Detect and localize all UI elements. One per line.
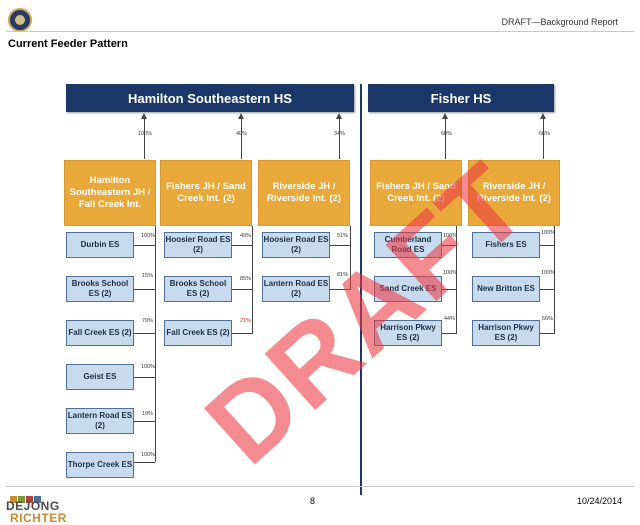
es-box: New Britton ES xyxy=(472,276,540,302)
es-box: Hoosier Road ES (2) xyxy=(262,232,330,258)
percent-label: 79% xyxy=(142,318,154,324)
percent-label: 21% xyxy=(240,318,252,324)
es-box: Cumberland Road ES xyxy=(374,232,442,258)
percent-label: 100% xyxy=(141,364,156,370)
percent-label: 100% xyxy=(141,233,156,239)
connector-line xyxy=(543,118,544,159)
jh-box-riverside-fhs: Riverside JH / Riverside Int. (2) xyxy=(468,160,560,226)
connector-line xyxy=(330,245,350,246)
percent-label: 40% xyxy=(236,131,248,137)
percent-label: 66% xyxy=(539,131,551,137)
arrow-up-icon xyxy=(540,113,546,119)
dejong-logo-mark-icon xyxy=(10,490,42,508)
connector-line xyxy=(241,118,242,159)
arrow-up-icon xyxy=(238,113,244,119)
es-box: Harrison Pkwy ES (2) xyxy=(374,320,442,346)
connector-line xyxy=(134,421,155,422)
percent-label: 100% xyxy=(541,230,556,236)
connector-line xyxy=(540,245,554,246)
percent-label: 44% xyxy=(444,316,456,322)
es-box: Brooks School ES (2) xyxy=(66,276,134,302)
connector-line xyxy=(134,462,155,463)
es-box: Thorpe Creek ES xyxy=(66,452,134,478)
connector-line xyxy=(134,245,155,246)
connector-line xyxy=(442,333,456,334)
connector-line xyxy=(442,289,456,290)
connector-line xyxy=(330,289,350,290)
jh-box-hamilton-southeastern: Hamilton Southeastern JH / Fall Creek In… xyxy=(64,160,156,226)
report-label: DRAFT—Background Report xyxy=(501,17,618,27)
hs-header-fisher: Fisher HS xyxy=(368,84,554,112)
connector-line xyxy=(134,289,155,290)
es-box: Durbin ES xyxy=(66,232,134,258)
jh-box-riverside-hse: Riverside JH / Riverside Int. (2) xyxy=(258,160,350,226)
header-rule xyxy=(6,31,634,32)
percent-label: 19% xyxy=(142,411,154,417)
percent-label: 56% xyxy=(542,316,554,322)
connector-line xyxy=(134,333,155,334)
es-box: Sand Creek ES xyxy=(374,276,442,302)
section-title: Current Feeder Pattern xyxy=(8,38,128,50)
percent-label: 100% xyxy=(443,233,458,239)
percent-label: 81% xyxy=(337,272,349,278)
connector-line xyxy=(554,226,555,334)
hs-header-hamilton-southeastern: Hamilton Southeastern HS xyxy=(66,84,354,112)
company-logo-line2: RICHTER xyxy=(10,511,67,525)
connector-line xyxy=(232,333,252,334)
es-box: Lantern Road ES (2) xyxy=(66,408,134,434)
es-box: Lantern Road ES (2) xyxy=(262,276,330,302)
es-box: Fall Creek ES (2) xyxy=(66,320,134,346)
connector-line xyxy=(442,245,456,246)
connector-line xyxy=(456,226,457,334)
es-box: Hoosier Road ES (2) xyxy=(164,232,232,258)
es-box: Fall Creek ES (2) xyxy=(164,320,232,346)
es-box: Harrison Pkwy ES (2) xyxy=(472,320,540,346)
connector-line xyxy=(540,333,554,334)
percent-label: 34% xyxy=(334,131,346,137)
jh-box-fishers-fhs: Fishers JH / Sand Creek Int. (2) xyxy=(370,160,462,226)
footer-rule xyxy=(6,486,634,487)
percent-label: 15% xyxy=(142,273,154,279)
es-box: Fishers ES xyxy=(472,232,540,258)
report-date: 10/24/2014 xyxy=(576,496,622,506)
es-box: Geist ES xyxy=(66,364,134,390)
percent-label: 100% xyxy=(141,452,156,458)
percent-label: 100% xyxy=(138,131,153,137)
connector-line xyxy=(144,118,145,159)
arrow-up-icon xyxy=(336,113,342,119)
connector-line xyxy=(155,226,156,462)
arrow-up-icon xyxy=(141,113,147,119)
percent-label: 100% xyxy=(541,270,556,276)
connector-line xyxy=(339,118,340,159)
connector-line xyxy=(540,289,554,290)
arrow-up-icon xyxy=(442,113,448,119)
connector-line xyxy=(445,118,446,159)
connector-line xyxy=(232,289,252,290)
connector-line xyxy=(232,245,252,246)
percent-label: 49% xyxy=(240,233,252,239)
es-box: Brooks School ES (2) xyxy=(164,276,232,302)
hs-divider xyxy=(360,84,362,495)
percent-label: 51% xyxy=(337,233,349,239)
jh-box-fishers-hse: Fishers JH / Sand Creek Int. (2) xyxy=(160,160,252,226)
percent-label: 85% xyxy=(240,276,252,282)
district-seal-logo xyxy=(8,8,32,32)
percent-label: 60% xyxy=(441,131,453,137)
connector-line xyxy=(252,226,253,334)
connector-line xyxy=(134,377,155,378)
percent-label: 100% xyxy=(443,270,458,276)
connector-line xyxy=(350,226,351,290)
company-logo-line1: DEJONG xyxy=(6,499,60,513)
page-number: 8 xyxy=(310,496,316,506)
